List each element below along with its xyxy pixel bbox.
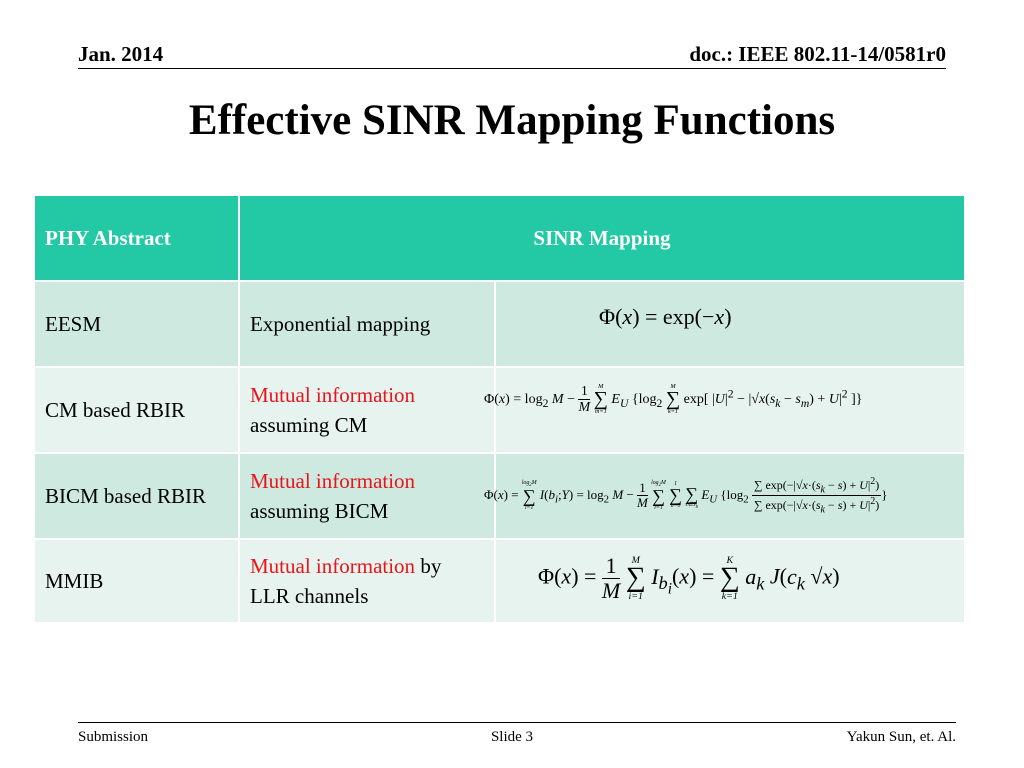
mapping-rest: by LLR channels (250, 554, 442, 608)
mapping-highlight: Mutual information (250, 383, 416, 407)
row-mapping: Mutual information assuming BICM (240, 454, 494, 538)
row-formula: Φ(x) = exp(−x) (496, 282, 964, 366)
table-header-row: PHY Abstract SINR Mapping (35, 196, 964, 280)
table-row: MMIB Mutual information by LLR channels … (35, 540, 964, 622)
row-abstract: EESM (45, 311, 102, 336)
mapping-rest: assuming CM (250, 413, 368, 437)
table-row: BICM based RBIR Mutual information assumi… (35, 454, 964, 538)
table-row: CM based RBIR Mutual information assuming… (35, 368, 964, 452)
row-mapping: Mutual information assuming CM (240, 368, 494, 452)
header-sinr-mapping: SINR Mapping (533, 225, 671, 250)
mapping-highlight: Mutual information (250, 469, 416, 493)
header-date: Jan. 2014 (78, 42, 164, 66)
footer-submission: Submission (78, 729, 149, 745)
row-abstract: CM based RBIR (45, 397, 186, 422)
row-abstract: MMIB (45, 568, 104, 593)
footer-divider (78, 722, 956, 723)
footer-slide-number: Slide 3 (490, 729, 534, 745)
mapping-highlight: Mutual information (250, 554, 416, 578)
mapping-rest: assuming BICM (250, 499, 389, 523)
row-mapping: Mutual information by LLR channels (240, 540, 494, 622)
eesm-formula: Φ(x) = exp(−x) (599, 304, 732, 329)
header-doc-id: doc.: IEEE 802.11-14/0581r0 (689, 42, 946, 66)
row-abstract: BICM based RBIR (45, 484, 207, 508)
slide-title: Effective SINR Mapping Functions (188, 97, 836, 144)
row-mapping: Exponential mapping (250, 312, 431, 336)
header-divider (78, 68, 946, 69)
footer-author: Yakun Sun, et. Al. (846, 729, 956, 745)
header-phy-abstract: PHY Abstract (45, 225, 171, 250)
table-row: EESM Exponential mapping Φ(x) = exp(−x) (35, 282, 964, 366)
